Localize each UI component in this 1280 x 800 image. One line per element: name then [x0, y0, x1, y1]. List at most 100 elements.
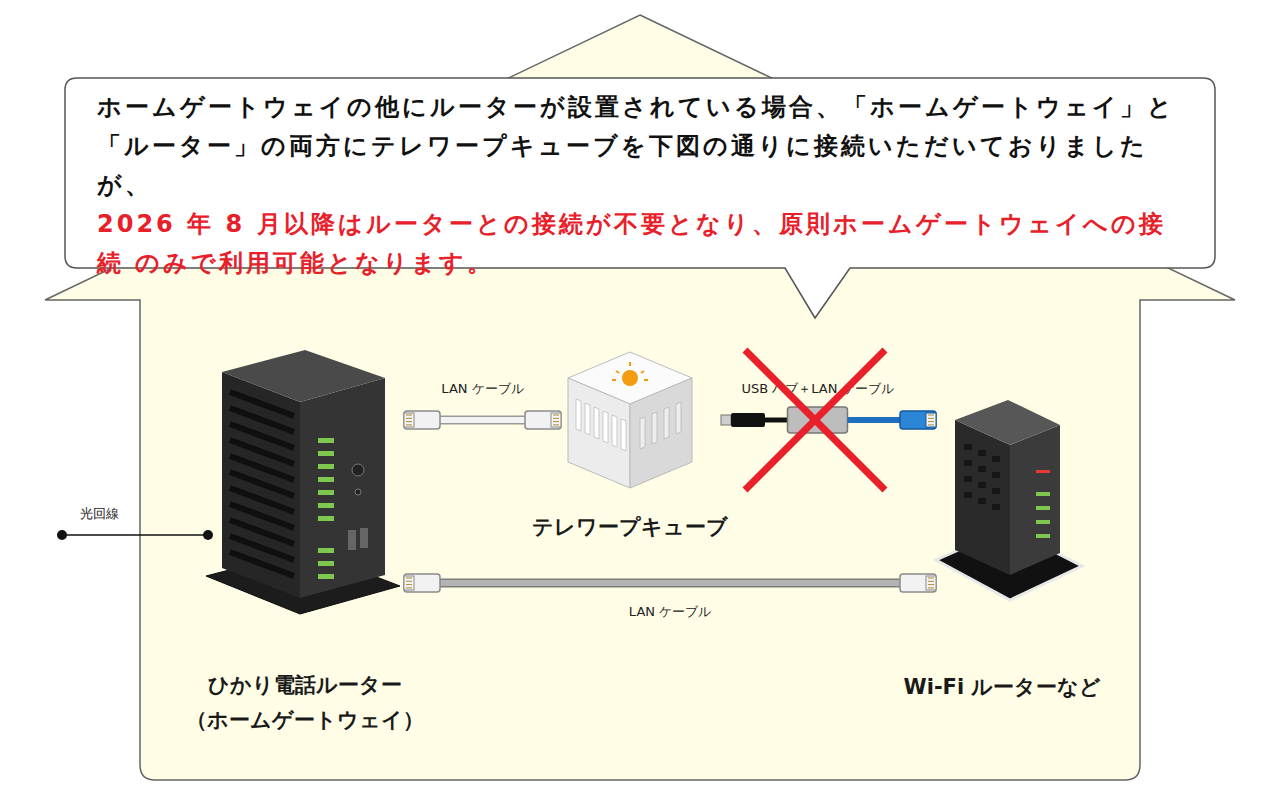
usb-plug: [731, 413, 765, 427]
gateway-illustration-part: [222, 350, 385, 402]
cube-illustration: [568, 352, 692, 488]
wifi-router-illustration-part: [992, 488, 1000, 494]
plug-pin: [928, 415, 934, 416]
plug-tip: [926, 413, 936, 427]
gateway-illustration-part: [355, 489, 361, 495]
fiber-line-part: [57, 530, 67, 540]
gateway-illustration-part: [318, 464, 334, 469]
cube-illustration-part: [664, 407, 669, 439]
wifi-router-illustration-part: [1036, 506, 1050, 510]
cable-core: [440, 580, 900, 586]
fiber-line: [57, 530, 213, 540]
gateway-illustration-part: [318, 548, 334, 553]
plug-pin: [553, 418, 559, 419]
wifi-router-illustration-part: [964, 476, 972, 482]
cross-mark-part: [745, 350, 885, 490]
lan-plug: [404, 411, 440, 429]
cube-illustration-part: [644, 379, 648, 381]
cube-illustration-part: [641, 371, 644, 373]
blue-cable: [848, 417, 901, 423]
cable-connector: [721, 407, 936, 433]
wifi-router-illustration-part: [992, 456, 1000, 462]
cross-mark-part: [745, 350, 885, 490]
fiber-line-part: [62, 534, 208, 536]
wifi-router-illustration-part: [978, 482, 986, 488]
plug-pin: [406, 587, 412, 588]
plug-tip: [551, 413, 561, 427]
cube-illustration-part: [622, 370, 638, 386]
cable-label: LAN ケーブル: [441, 380, 523, 398]
wifi-router-illustration-part: [992, 472, 1000, 478]
cube-illustration-part: [640, 417, 645, 449]
gateway-illustration-part: [222, 372, 300, 598]
plug-pin: [406, 415, 412, 416]
cube-illustration-part: [621, 419, 626, 451]
usb-hub: [788, 407, 848, 433]
plug-pin: [406, 584, 412, 585]
wifi-router-illustration-part: [964, 444, 972, 450]
gateway-illustration-part: [318, 561, 334, 566]
cube-illustration-part: [630, 378, 692, 488]
lan-plug: [900, 574, 936, 592]
cable-label: LAN ケーブル: [629, 603, 711, 621]
cable-outline: [440, 416, 525, 425]
cube-illustration-part: [652, 412, 657, 444]
gateway-illustration-part: [352, 464, 364, 476]
cube-illustration-part: [568, 378, 630, 488]
plug-pin: [928, 581, 934, 582]
gateway-illustration-part: [318, 574, 334, 579]
gateway-box: ひかり電話ルーター （ホームゲートウェイ）: [210, 350, 400, 612]
notice-text: 2026 年 8 月以降はルーターとの接続が不要となり、原則ホームゲートウェイへ…: [97, 205, 1187, 283]
plug-tip: [404, 413, 414, 427]
lan-plug: [404, 574, 440, 592]
lan-plug: [525, 411, 561, 429]
cube-illustration-part: [676, 402, 681, 434]
bubble-text-box: ホームゲートウェイの他にルーターが設置されている場合、「ホームゲートウェイ」と …: [65, 78, 1215, 283]
plug-pin: [406, 421, 412, 422]
gateway-illustration-part: [300, 378, 385, 598]
cube-illustration-part: [612, 415, 617, 447]
speech-bubble: ホームゲートウェイの他にルーターが設置されている場合、「ホームゲートウェイ」と …: [65, 78, 1215, 268]
cable-core: [440, 417, 525, 423]
cube-illustration-part: [612, 379, 616, 381]
fiber-line-part: [203, 530, 213, 540]
plug-pin: [553, 424, 559, 425]
usb-tip: [721, 415, 731, 425]
cable-outline: [440, 579, 900, 588]
cube-illustration-part: [585, 403, 590, 435]
gateway-illustration-part: [318, 516, 334, 521]
lan-plug: [900, 411, 936, 429]
wifi-router-illustration-part: [955, 400, 1060, 445]
cube-illustration-part: [616, 371, 619, 373]
house-shape: [45, 15, 1235, 780]
plug-pin: [553, 421, 559, 422]
plug-pin: [553, 415, 559, 416]
gateway-illustration: [206, 350, 400, 614]
device-label: テレワープキューブ: [520, 510, 740, 545]
plug-pin: [406, 581, 412, 582]
plug-pin: [928, 584, 934, 585]
gateway-illustration-part: [360, 528, 368, 548]
plug-pin: [406, 578, 412, 579]
device-label: ひかり電話ルーター （ホームゲートウェイ）: [185, 668, 425, 738]
wifi-router-illustration-part: [978, 466, 986, 472]
wifi-router-illustration-part: [978, 498, 986, 504]
plug-pin: [406, 424, 412, 425]
plug-tip: [404, 576, 414, 590]
wifi-router-illustration-part: [1036, 470, 1050, 473]
cable-label: USB ハブ＋LAN ケーブル: [741, 380, 893, 398]
usb-cable: [765, 418, 788, 423]
plug-pin: [928, 587, 934, 588]
plug-pin: [928, 578, 934, 579]
cube-box: テレワープキューブ: [565, 345, 695, 495]
gateway-illustration-part: [318, 438, 334, 443]
gateway-illustration-part: [318, 503, 334, 508]
bubble-shape: [65, 78, 1215, 318]
wifi-router-illustration-part: [978, 450, 986, 456]
cube-illustration-part: [576, 399, 581, 431]
gateway-illustration-part: [318, 490, 334, 495]
wifi-router-illustration-part: [1010, 425, 1060, 575]
plug-pin: [928, 424, 934, 425]
line-label: 光回線: [80, 505, 119, 523]
